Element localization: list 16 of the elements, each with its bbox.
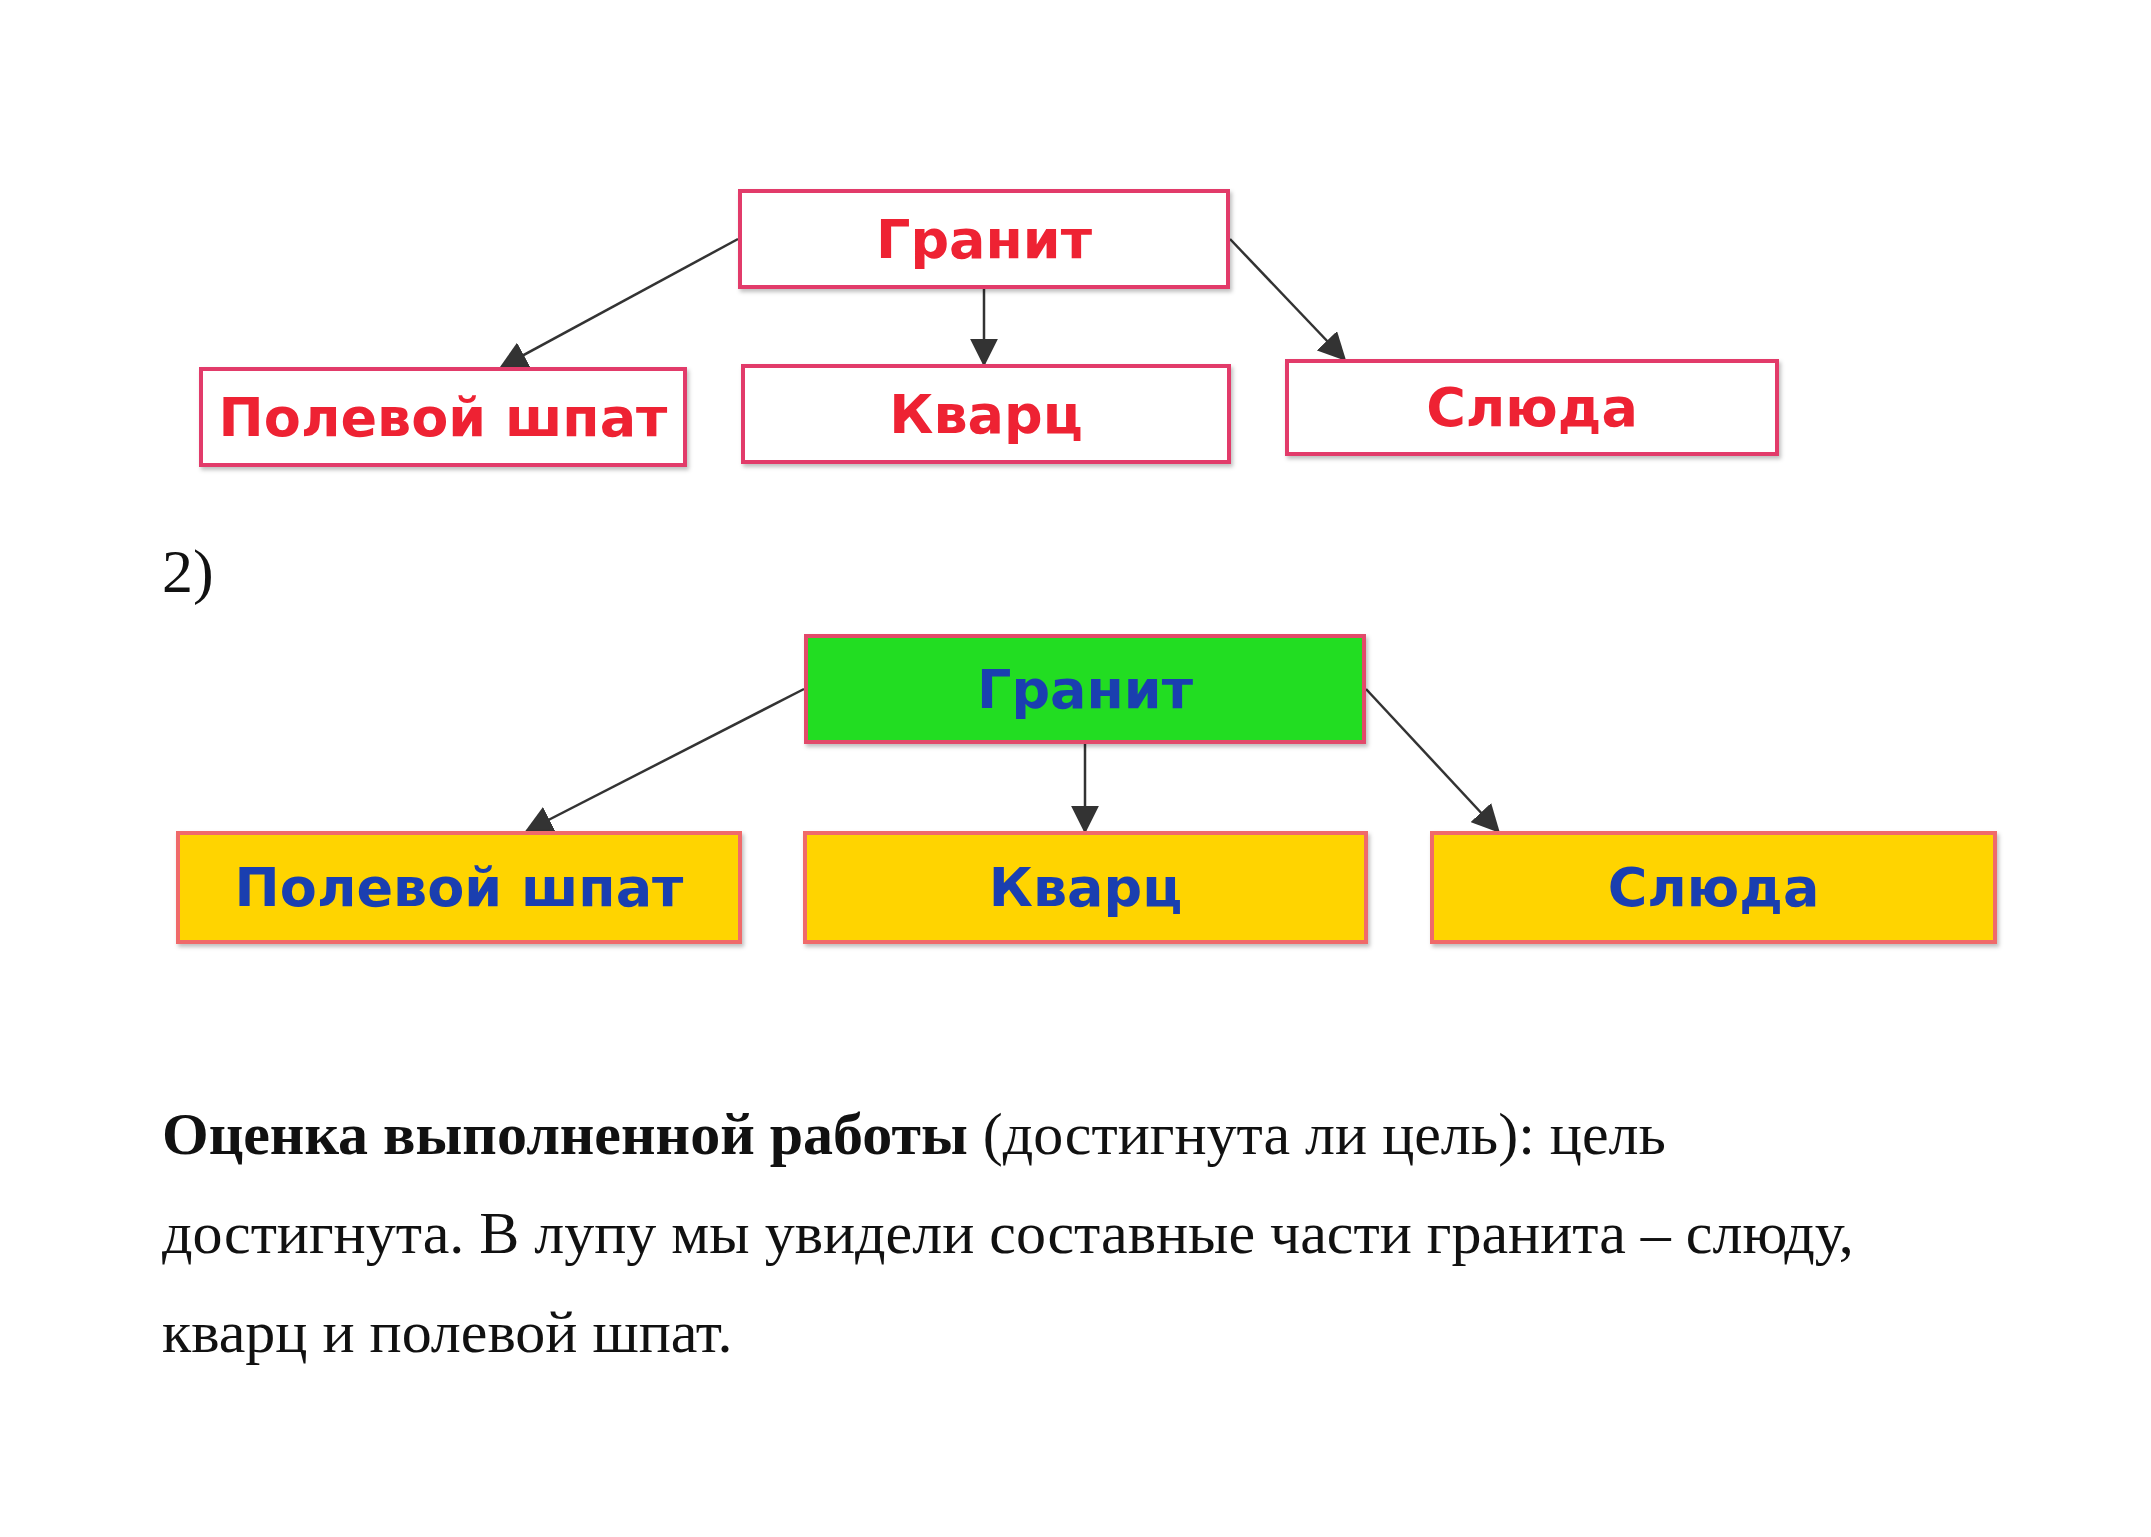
mineral-box: Полевой шпат <box>199 367 687 467</box>
arrow <box>970 289 998 367</box>
arrow <box>524 687 805 833</box>
conclusion-paragraph: Оценка выполненной работы (достигнута ли цель): цель достигнута. В лупу мы увидели составные части гранита – слюду, кварц и полевой шпат. <box>162 1100 1855 1367</box>
root-box: Гранит <box>804 634 1366 744</box>
mineral-box: Слюда <box>1285 359 1779 456</box>
arrow <box>1071 744 1099 834</box>
arrow <box>499 237 739 369</box>
mineral-box: Кварц <box>803 831 1368 944</box>
arrow <box>1365 688 1500 834</box>
arrow <box>1229 238 1347 362</box>
mineral-box: Кварц <box>741 364 1231 464</box>
mineral-box: Полевой шпат <box>176 831 742 944</box>
step-number: 2) <box>162 536 215 607</box>
root-box: Гранит <box>738 189 1230 289</box>
mineral-box: Слюда <box>1430 831 1997 944</box>
